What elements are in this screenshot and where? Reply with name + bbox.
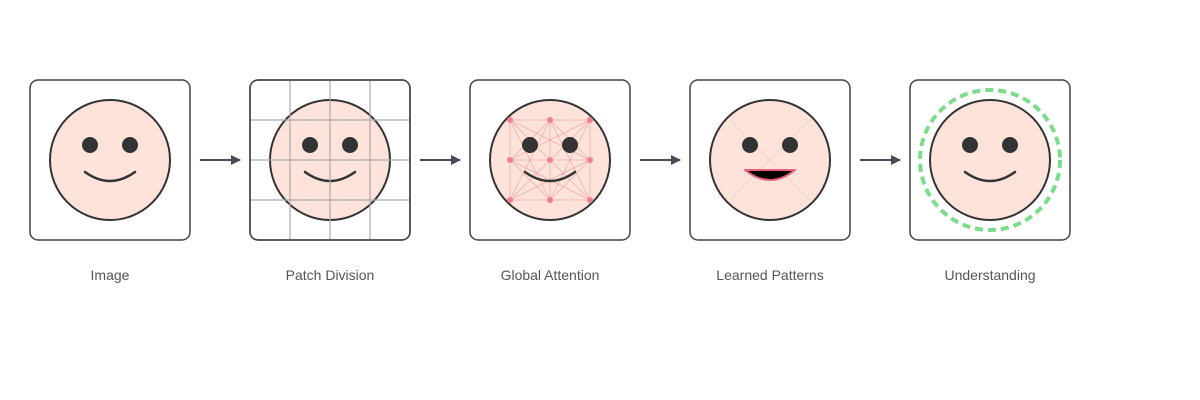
step-image: Image bbox=[29, 79, 191, 283]
step-label-image: Image bbox=[91, 267, 130, 283]
smiley-face-icon bbox=[49, 99, 171, 221]
attention-network-icon bbox=[489, 99, 611, 221]
step-patch-division: Patch Division bbox=[249, 79, 411, 283]
recognized-face-icon bbox=[918, 88, 1062, 232]
open-smile-icon bbox=[709, 99, 831, 221]
step-learned-patterns: Learned Patterns bbox=[689, 79, 851, 283]
step-global-attention: Global Attention bbox=[469, 79, 631, 283]
grid-patches-icon bbox=[249, 79, 411, 241]
step-understanding: Understanding bbox=[909, 79, 1071, 283]
step-label-global-attention: Global Attention bbox=[501, 267, 600, 283]
recognition-halo bbox=[918, 88, 1062, 232]
step-label-learned-patterns: Learned Patterns bbox=[716, 267, 823, 283]
step-label-patch-division: Patch Division bbox=[286, 267, 375, 283]
step-label-understanding: Understanding bbox=[944, 267, 1035, 283]
